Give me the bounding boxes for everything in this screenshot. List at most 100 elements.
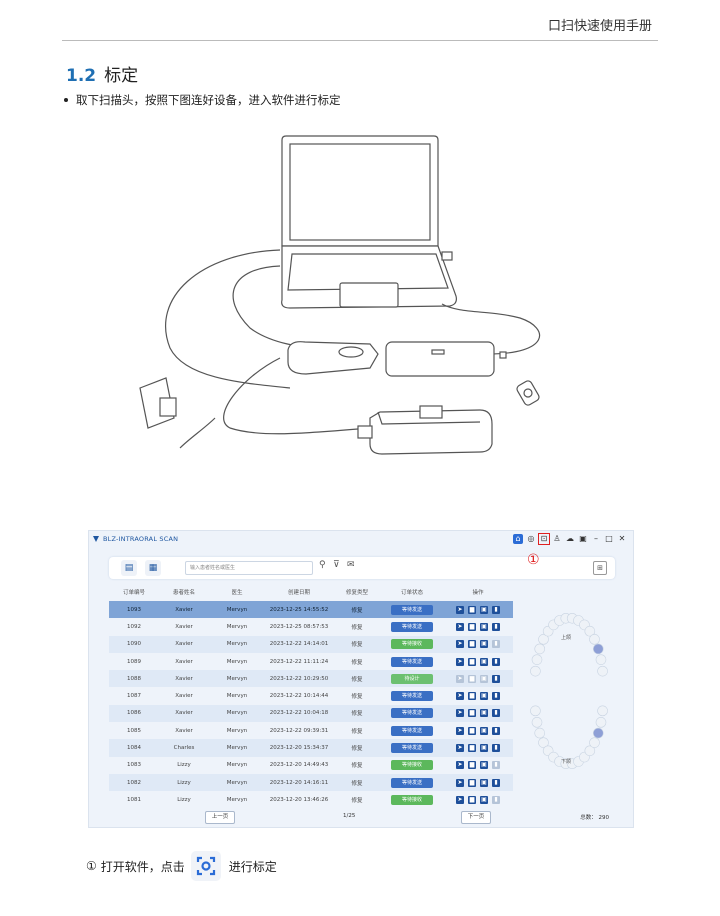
- new-order-icon[interactable]: ▤: [121, 560, 137, 576]
- calibration-icon[interactable]: ⊡: [538, 533, 550, 545]
- upper-tooth[interactable]: [534, 643, 546, 655]
- lower-tooth[interactable]: [595, 717, 607, 728]
- status-badge[interactable]: 等待发送: [391, 743, 433, 754]
- send-icon[interactable]: ➤: [456, 778, 464, 787]
- upper-tooth[interactable]: [530, 665, 541, 677]
- send-icon[interactable]: ➤: [456, 795, 464, 804]
- send-icon[interactable]: ➤: [456, 674, 464, 683]
- status-badge[interactable]: 等待发送: [391, 691, 433, 702]
- upper-tooth[interactable]: [531, 654, 543, 665]
- user-icon[interactable]: ♙: [553, 534, 561, 543]
- folder-icon[interactable]: ▆: [468, 709, 476, 718]
- folder-icon[interactable]: ▆: [468, 622, 476, 631]
- send-icon[interactable]: ➤: [456, 709, 464, 718]
- lower-tooth[interactable]: [534, 727, 546, 739]
- image-icon[interactable]: ▣: [480, 761, 488, 770]
- upper-tooth[interactable]: [597, 665, 608, 677]
- folder-icon[interactable]: ▆: [468, 605, 476, 614]
- image-icon[interactable]: ▣: [480, 744, 488, 753]
- status-badge[interactable]: 等待接收: [391, 794, 433, 805]
- folder-icon[interactable]: ▆: [468, 744, 476, 753]
- send-icon[interactable]: ➤: [456, 692, 464, 701]
- delete-icon[interactable]: ▮: [492, 657, 500, 666]
- mail-icon[interactable]: ✉: [347, 560, 355, 570]
- image-icon[interactable]: ▣: [480, 622, 488, 631]
- send-icon[interactable]: ➤: [456, 726, 464, 735]
- delete-icon[interactable]: ▮: [492, 778, 500, 787]
- grid-view-icon[interactable]: ⊞: [593, 561, 607, 575]
- delete-icon[interactable]: ▮: [492, 640, 500, 649]
- folder-icon[interactable]: ▆: [468, 674, 476, 683]
- status-badge[interactable]: 等待发送: [391, 621, 433, 632]
- lower-tooth[interactable]: [584, 745, 596, 757]
- search-icon[interactable]: ⚲: [319, 560, 326, 570]
- status-badge[interactable]: 等待接收: [391, 639, 433, 650]
- folder-icon[interactable]: ▆: [468, 692, 476, 701]
- cloud-icon[interactable]: ☁: [566, 534, 574, 543]
- image-icon[interactable]: ▣: [480, 692, 488, 701]
- image-icon[interactable]: ▣: [480, 709, 488, 718]
- image-icon[interactable]: ▣: [480, 640, 488, 649]
- folder-icon[interactable]: ▆: [468, 795, 476, 804]
- upper-tooth[interactable]: [595, 654, 607, 665]
- send-icon[interactable]: ➤: [456, 640, 464, 649]
- search-input[interactable]: 输入患者姓名或医生: [185, 561, 313, 575]
- prev-page-button[interactable]: 上一页: [205, 811, 235, 824]
- folder-icon[interactable]: ▆: [468, 657, 476, 666]
- send-icon[interactable]: ➤: [456, 622, 464, 631]
- image-icon[interactable]: ▣: [480, 795, 488, 804]
- image-icon[interactable]: ▣: [480, 726, 488, 735]
- target-icon[interactable]: ◎: [527, 534, 535, 543]
- upper-tooth[interactable]: [538, 634, 549, 645]
- status-badge[interactable]: 等待发送: [391, 725, 433, 736]
- close-icon[interactable]: ✕: [618, 534, 626, 543]
- delete-icon[interactable]: ▮: [492, 726, 500, 735]
- lower-tooth[interactable]: [531, 717, 543, 728]
- upper-tooth[interactable]: [584, 625, 596, 637]
- send-icon[interactable]: ➤: [456, 605, 464, 614]
- delete-icon[interactable]: ▮: [492, 795, 500, 804]
- delete-icon[interactable]: ▮: [492, 692, 500, 701]
- send-icon[interactable]: ➤: [456, 744, 464, 753]
- send-icon[interactable]: ➤: [456, 761, 464, 770]
- folder-icon[interactable]: ▆: [468, 640, 476, 649]
- import-icon[interactable]: ▦: [145, 560, 161, 576]
- status-badge[interactable]: 等待发送: [391, 604, 433, 615]
- lower-tooth[interactable]: [597, 705, 608, 717]
- image-icon[interactable]: ▣: [480, 778, 488, 787]
- home-icon[interactable]: ⌂: [513, 534, 523, 544]
- status-badge[interactable]: 等待发送: [391, 777, 433, 788]
- delete-icon[interactable]: ▮: [492, 744, 500, 753]
- upper-tooth[interactable]: [592, 643, 604, 655]
- info-icon[interactable]: ▣: [579, 534, 587, 543]
- filter-icon[interactable]: ⊽: [333, 560, 340, 570]
- image-icon[interactable]: ▣: [480, 657, 488, 666]
- folder-icon[interactable]: ▆: [468, 778, 476, 787]
- delete-icon[interactable]: ▮: [492, 761, 500, 770]
- send-icon[interactable]: ➤: [456, 657, 464, 666]
- next-page-button[interactable]: 下一页: [461, 811, 491, 824]
- status-badge[interactable]: 等待接收: [391, 760, 433, 771]
- upper-tooth[interactable]: [589, 634, 600, 645]
- folder-icon[interactable]: ▆: [468, 726, 476, 735]
- delete-icon[interactable]: ▮: [492, 709, 500, 718]
- image-icon[interactable]: ▣: [480, 605, 488, 614]
- image-icon[interactable]: ▣: [480, 674, 488, 683]
- delete-icon[interactable]: ▮: [492, 622, 500, 631]
- status-badge[interactable]: 等待发送: [391, 708, 433, 719]
- status-badge[interactable]: 等待发送: [391, 656, 433, 667]
- minimize-icon[interactable]: –: [594, 534, 598, 543]
- lower-tooth[interactable]: [530, 705, 541, 717]
- status-badge[interactable]: 待设计: [391, 673, 433, 684]
- maximize-icon[interactable]: □: [605, 534, 613, 543]
